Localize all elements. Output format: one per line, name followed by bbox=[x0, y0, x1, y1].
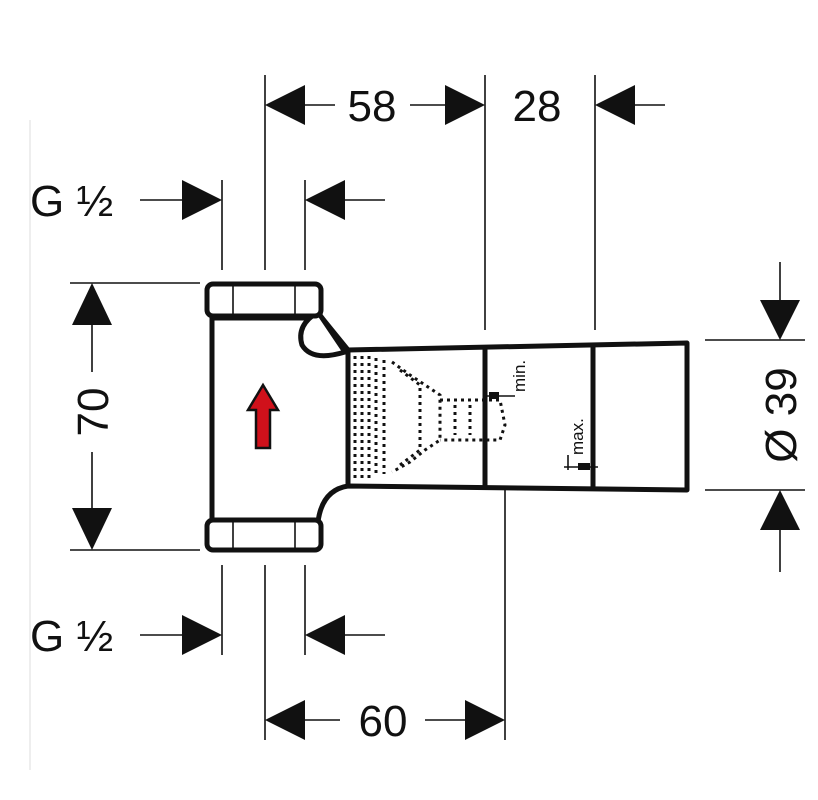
drawing-line bbox=[298, 309, 348, 359]
dimension-28: 28 bbox=[513, 82, 665, 131]
drawing-line bbox=[578, 463, 590, 470]
dimension-diameter-39: Ø 39 bbox=[757, 262, 806, 572]
arrow-left-icon bbox=[305, 615, 345, 655]
arrow-right-icon bbox=[182, 180, 222, 220]
nut-bottom bbox=[204, 517, 324, 553]
arrow-down-icon bbox=[72, 508, 112, 550]
dimension-thread-bottom: G ½ bbox=[30, 612, 385, 661]
dimension-label: G ½ bbox=[30, 612, 113, 661]
dimension-thread-top: G ½ bbox=[30, 177, 385, 226]
dimension-label: 70 bbox=[69, 388, 118, 437]
drawing-line bbox=[204, 281, 324, 319]
nut-top bbox=[204, 281, 324, 319]
drawing-line bbox=[204, 517, 324, 553]
dimension-label: min. bbox=[510, 360, 529, 392]
extension-lines bbox=[70, 75, 805, 740]
arrow-right-icon bbox=[465, 700, 505, 740]
arrow-up-icon bbox=[760, 490, 800, 530]
drawing-line bbox=[489, 392, 499, 399]
dimension-label: 60 bbox=[359, 697, 408, 746]
drawing-line bbox=[440, 398, 507, 442]
dimension-label: G ½ bbox=[30, 177, 113, 226]
arrow-left-icon bbox=[305, 180, 345, 220]
dimension-label: max. bbox=[568, 418, 587, 455]
drawing-line bbox=[399, 368, 422, 467]
valve-body: min. max. bbox=[204, 281, 690, 553]
arrow-right-icon bbox=[182, 615, 222, 655]
arrow-left-icon bbox=[265, 700, 305, 740]
dimension-58: 58 bbox=[265, 82, 485, 131]
flow-direction-arrow-icon bbox=[245, 382, 281, 450]
drawing-line bbox=[209, 315, 690, 525]
cartridge-hidden-lines bbox=[353, 356, 507, 478]
drawing-line bbox=[453, 405, 487, 435]
arrow-left-icon bbox=[265, 85, 305, 125]
dimension-label: 28 bbox=[513, 82, 562, 131]
dimension-70: 70 bbox=[69, 283, 118, 550]
arrow-down-icon bbox=[760, 300, 800, 340]
arrow-left-icon bbox=[595, 85, 635, 125]
dimension-label: 58 bbox=[348, 82, 397, 131]
arrow-right-icon bbox=[445, 85, 485, 125]
arrow-up-icon bbox=[72, 283, 112, 325]
dimension-label: Ø 39 bbox=[757, 367, 806, 462]
dimension-60: 60 bbox=[265, 697, 505, 746]
